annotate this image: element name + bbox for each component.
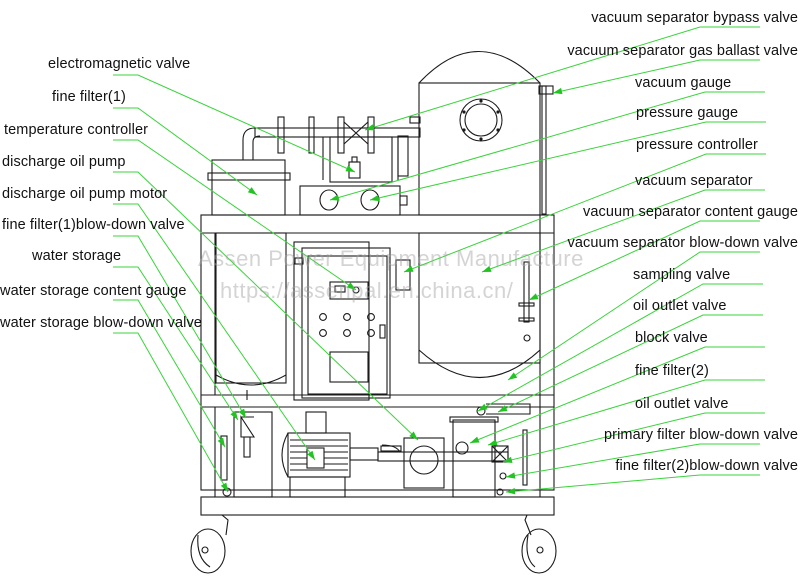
arrowhead-pressure-controller	[404, 265, 414, 272]
label-vacuum-separator: vacuum separator	[635, 173, 753, 189]
leader-fine-filter-2	[487, 379, 765, 446]
arrowhead-discharge-oil-pump-motor	[307, 450, 315, 460]
leader-vacuum-separator-bypass-valve	[364, 26, 760, 131]
label-temperature-controller: temperature controller	[4, 122, 149, 138]
label-fine-filter-1-blow-down-valve: fine filter(1)blow-down valve	[2, 217, 185, 233]
arrowhead-sampling-valve	[478, 403, 488, 411]
arrowhead-oil-outlet-valve-2	[503, 456, 513, 463]
leader-pressure-controller	[403, 153, 766, 273]
label-pressure-controller: pressure controller	[636, 137, 758, 153]
machine-drawing	[190, 51, 557, 574]
leader-discharge-oil-pump	[113, 171, 419, 441]
leader-electromagnetic-valve	[113, 74, 356, 173]
control-cabinet	[293, 241, 411, 401]
arrowhead-vacuum-separator-blow-down-valve	[508, 372, 518, 380]
arrowhead-pressure-gauge	[370, 194, 380, 202]
leader-discharge-oil-pump-motor	[113, 203, 316, 461]
leader-fine-filter-2-blow-down-valve	[505, 474, 760, 493]
leader-oil-outlet-valve-1	[497, 314, 763, 413]
arrowhead-fine-filter-2	[488, 439, 498, 446]
caster-right	[521, 514, 557, 574]
water-storage-tank	[215, 232, 287, 400]
leader-arrowheads	[217, 87, 563, 495]
label-water-storage-blow-down-valve: water storage blow-down valve	[0, 315, 202, 331]
label-oil-outlet-valve-1: oil outlet valve	[633, 298, 727, 314]
label-primary-filter-blow-down-valve: primary filter blow-down valve	[604, 427, 798, 443]
arrowhead-vacuum-separator-bypass-valve	[365, 124, 375, 131]
label-fine-filter-2-blow-down-valve: fine filter(2)blow-down valve	[615, 458, 798, 474]
arrowhead-vacuum-separator	[482, 265, 492, 272]
leader-vacuum-gauge	[329, 91, 765, 201]
caster-left	[190, 514, 229, 574]
leader-vacuum-separator	[481, 189, 765, 273]
arrowhead-temperature-controller	[346, 282, 356, 290]
label-vacuum-separator-bypass-valve: vacuum separator bypass valve	[591, 10, 798, 26]
top-piping	[254, 116, 421, 183]
leader-temperature-controller	[113, 139, 357, 291]
label-discharge-oil-pump-motor: discharge oil pump motor	[2, 186, 168, 202]
arrowhead-oil-outlet-valve-1	[498, 405, 508, 412]
leader-sampling-valve	[477, 283, 763, 412]
arrowhead-vacuum-separator-content-gauge	[529, 293, 539, 300]
label-sampling-valve: sampling valve	[633, 267, 731, 283]
arrowhead-primary-filter-blow-down-valve	[506, 472, 516, 479]
leader-water-storage	[113, 266, 239, 421]
leader-vacuum-separator-blow-down-valve	[507, 251, 760, 381]
leader-fine-filter-1-blow-down-valve	[113, 235, 247, 419]
label-block-valve: block valve	[635, 330, 708, 346]
arrowhead-fine-filter-1-blow-down-valve	[238, 408, 246, 418]
label-pressure-gauge: pressure gauge	[636, 105, 739, 121]
arrowhead-fine-filter-1	[247, 187, 257, 195]
arrowhead-fine-filter-2-blow-down-valve	[506, 488, 516, 495]
leader-water-storage-blow-down-valve	[113, 332, 229, 493]
arrowhead-vacuum-gauge	[330, 194, 340, 201]
label-fine-filter-1: fine filter(1)	[52, 89, 126, 105]
label-discharge-oil-pump: discharge oil pump	[2, 154, 126, 170]
label-vacuum-separator-blow-down-valve: vacuum separator blow-down valve	[567, 235, 798, 251]
arrowhead-water-storage-content-gauge	[217, 437, 225, 447]
arrowhead-vacuum-separator-gas-ballast-valve	[553, 87, 563, 95]
arrowhead-discharge-oil-pump	[409, 431, 418, 440]
arrowhead-block-valve	[470, 436, 480, 443]
lower-components	[220, 403, 531, 498]
leader-vacuum-separator-content-gauge	[528, 220, 760, 301]
label-vacuum-gauge: vacuum gauge	[635, 75, 732, 91]
label-electromagnetic-valve: electromagnetic valve	[48, 56, 191, 72]
leader-lines	[113, 26, 766, 493]
leader-pressure-gauge	[369, 121, 766, 201]
arrowhead-water-storage	[230, 410, 238, 420]
label-fine-filter-2: fine filter(2)	[635, 363, 709, 379]
vacuum-separator-body	[409, 51, 554, 378]
leader-water-storage-content-gauge	[113, 299, 226, 448]
label-water-storage: water storage	[32, 248, 122, 264]
arrowhead-electromagnetic-valve	[345, 165, 355, 172]
leader-primary-filter-blow-down-valve	[505, 443, 760, 478]
label-vacuum-separator-content-gauge: vacuum separator content gauge	[583, 204, 798, 220]
gauge-panel	[299, 185, 408, 216]
leader-oil-outlet-valve-2	[502, 412, 765, 463]
label-vacuum-separator-gas-ballast-valve: vacuum separator gas ballast valve	[567, 43, 798, 59]
label-oil-outlet-valve-2: oil outlet valve	[635, 396, 729, 412]
label-water-storage-content-gauge: water storage content gauge	[0, 283, 187, 299]
arrowhead-water-storage-blow-down-valve	[220, 482, 228, 492]
leader-fine-filter-1	[113, 107, 258, 196]
main-frame	[200, 214, 555, 516]
leader-block-valve	[469, 346, 765, 444]
leader-vacuum-separator-gas-ballast-valve	[552, 59, 760, 94]
